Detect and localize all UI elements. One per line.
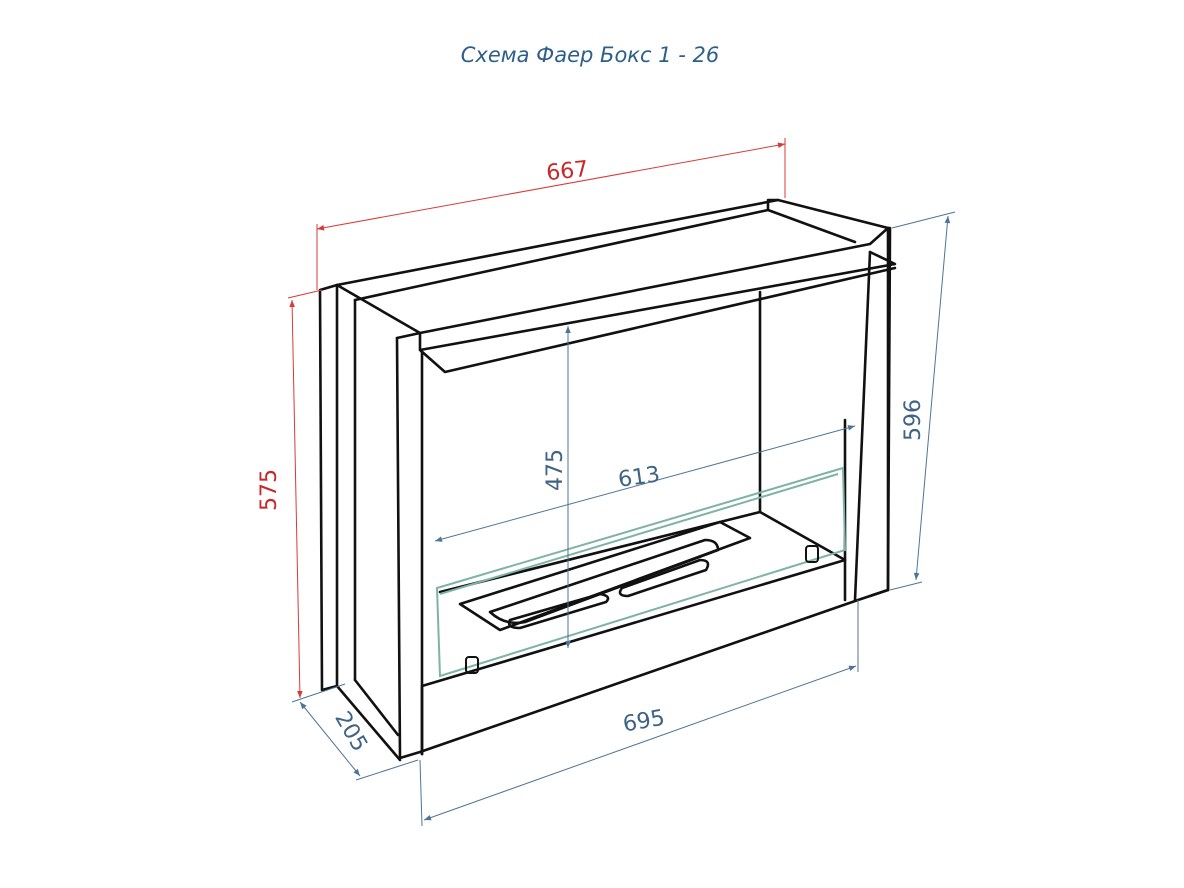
fireplace-body: [318, 198, 897, 762]
diagram-title: Схема Фаер Бокс 1 - 26: [461, 43, 719, 67]
glass-screen: [435, 466, 847, 678]
svg-text:613: 613: [617, 462, 662, 493]
dimension-outer-height: 575: [257, 289, 323, 699]
svg-text:667: 667: [545, 157, 589, 186]
svg-text:596: 596: [901, 399, 926, 441]
svg-text:205: 205: [329, 707, 372, 756]
dimension-right-height: 596: [889, 211, 956, 591]
dimension-bottom-width: 695: [419, 600, 859, 827]
svg-text:575: 575: [257, 469, 282, 511]
dimension-inner-width: 613: [434, 425, 856, 542]
dimension-top-width: 667: [316, 138, 786, 290]
svg-text:695: 695: [621, 706, 667, 738]
glass-holder-right: [805, 545, 819, 563]
dimension-inner-height: 475: [543, 326, 571, 648]
svg-text:475: 475: [543, 449, 568, 491]
